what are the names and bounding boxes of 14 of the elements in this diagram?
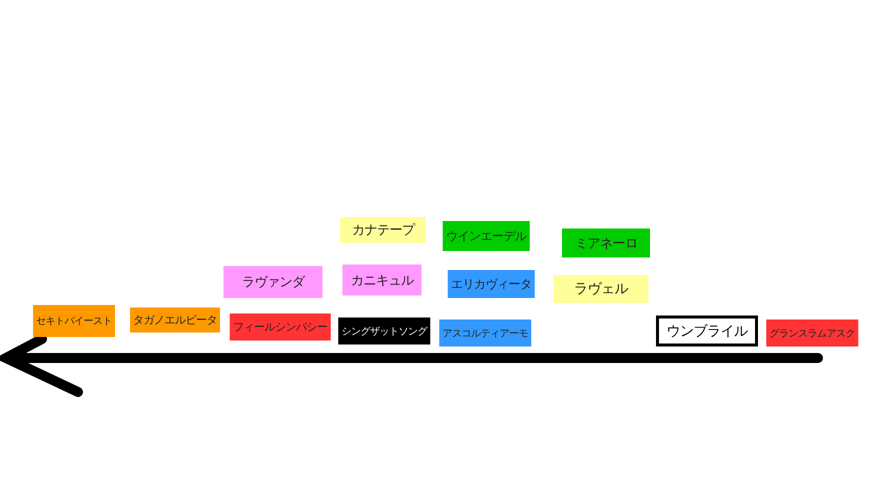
name-box: カナテープ	[340, 217, 426, 243]
name-box: タガノエルビータ	[130, 308, 220, 332]
name-box: カニキュル	[342, 264, 422, 296]
name-box: フィールシンパシー	[230, 314, 330, 340]
name-box: ウンブライル	[656, 316, 758, 346]
name-box: ウインエーデル	[442, 221, 530, 251]
name-box: セキトバイースト	[33, 305, 115, 337]
name-box: シングザットソング	[338, 318, 430, 344]
name-box: エリカヴィータ	[448, 270, 534, 298]
name-box: ラヴェル	[554, 275, 648, 303]
name-box: ラヴァンダ	[224, 266, 322, 298]
name-box: アスコルティアーモ	[439, 320, 531, 346]
name-box: グランスラムアスク	[766, 320, 858, 346]
name-box: ミアネーロ	[562, 228, 650, 258]
